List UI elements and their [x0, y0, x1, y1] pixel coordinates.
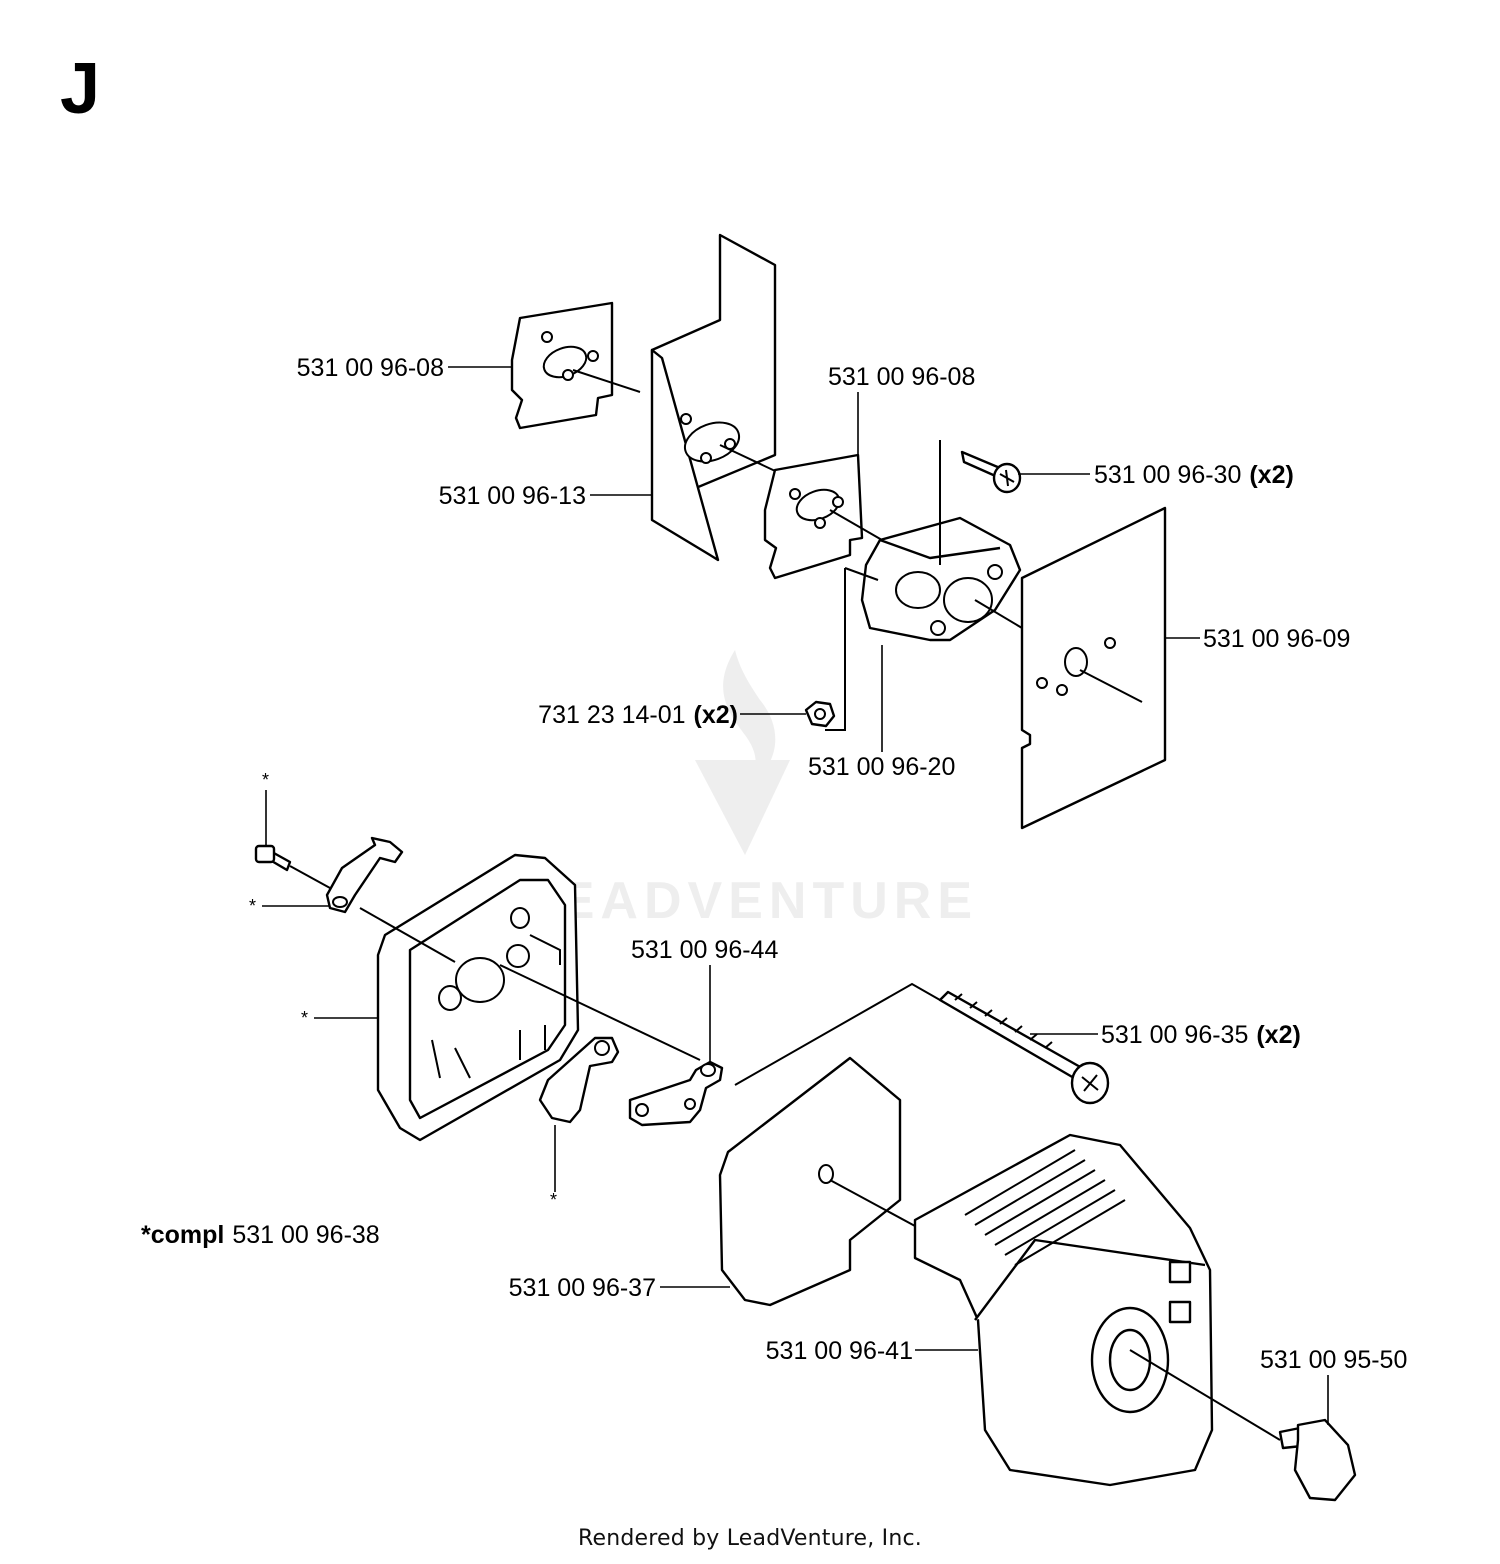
- callout-cover: 531 00 96-41: [766, 1337, 913, 1365]
- callout-heat-shield: 531 00 96-13: [439, 482, 586, 510]
- adapter-part: [825, 440, 1023, 731]
- callout-filter: 531 00 96-37: [509, 1274, 656, 1302]
- filter-housing-part: [359, 853, 701, 1142]
- nut-part: [804, 700, 836, 728]
- callout-nut-qty: (x2): [694, 701, 738, 729]
- watermark-logo-icon: [695, 760, 790, 855]
- callout-bracket: 531 00 96-44: [631, 936, 778, 964]
- watermark-flame-icon: [723, 650, 776, 790]
- callout-gasket-lower: 531 00 96-08: [828, 363, 975, 391]
- callout-plate: 531 00 96-09: [1203, 625, 1350, 653]
- callout-long-screw-qty: (x2): [1256, 1021, 1300, 1049]
- footer-credit: Rendered by LeadVenture, Inc.: [578, 1526, 922, 1551]
- callout-long-screw: 531 00 96-35 (x2): [1101, 1021, 1301, 1049]
- screw-top-part: [960, 450, 1022, 494]
- callout-screw-top-number: 531 00 96-30: [1094, 461, 1241, 489]
- callout-screw-top: 531 00 96-30 (x2): [1094, 461, 1294, 489]
- star-marker-lever-lower: *: [550, 1190, 557, 1210]
- callout-compl-number: 531 00 96-38: [232, 1221, 379, 1249]
- knob-part: [1278, 1418, 1357, 1502]
- lever-lower-part: [538, 1036, 620, 1124]
- watermark: LEADVENTURE: [522, 650, 978, 930]
- long-screw-part: [938, 990, 1110, 1105]
- callout-nut-number: 731 23 14-01: [538, 701, 685, 729]
- gasket-lower-part: [763, 453, 883, 580]
- heat-shield-part: [650, 233, 791, 562]
- bracket-part: [628, 982, 941, 1127]
- lever-top-part: [325, 836, 404, 914]
- screw-left-part: [254, 844, 331, 889]
- callout-adapter: 531 00 96-20: [808, 753, 955, 781]
- watermark-text: LEADVENTURE: [522, 872, 978, 930]
- filter-element-part: [718, 1056, 916, 1307]
- section-letter: J: [60, 49, 101, 129]
- callout-knob: 531 00 95-50: [1260, 1346, 1407, 1374]
- plate-part: [1020, 506, 1167, 830]
- callout-compl-prefix: *compl: [141, 1221, 224, 1249]
- callout-gasket-upper: 531 00 96-08: [297, 354, 444, 382]
- star-marker-lever: *: [249, 896, 256, 916]
- callout-nut: 731 23 14-01 (x2): [538, 701, 738, 729]
- star-marker-screw: *: [262, 770, 269, 790]
- cover-part: [913, 1133, 1281, 1487]
- callout-screw-top-qty: (x2): [1249, 461, 1293, 489]
- callout-long-screw-number: 531 00 96-35: [1101, 1021, 1248, 1049]
- star-marker-housing: *: [301, 1008, 308, 1028]
- gasket-upper-part: [510, 301, 641, 430]
- callout-compl: *compl 531 00 96-38: [141, 1221, 380, 1249]
